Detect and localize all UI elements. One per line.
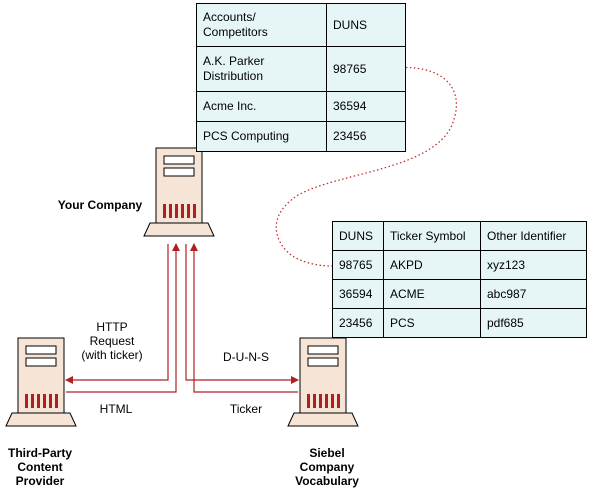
table-cell: 23456: [326, 121, 406, 152]
table-cell: 23456: [332, 308, 384, 338]
table-cell: PCS: [383, 308, 481, 338]
siebel-label: Siebel Company Vocabulary: [295, 446, 359, 488]
table-cell: PCS Computing: [196, 121, 327, 152]
third-party-server-icon: [5, 337, 77, 427]
html-arrow: [66, 243, 180, 393]
duns-label: D-U-N-S: [223, 350, 269, 364]
table-cell: A.K. Parker Distribution: [196, 46, 327, 92]
html-label: HTML: [99, 402, 133, 416]
table-cell: pdf685: [480, 308, 587, 338]
vocabulary-table: DUNS Ticker Symbol Other Identifier 9876…: [332, 221, 587, 338]
table-cell: AKPD: [383, 250, 481, 280]
third-party-label: Third-Party Content Provider: [7, 446, 72, 488]
table-row: 98765 AKPD xyz123: [332, 250, 587, 280]
ticker-arrow: [190, 243, 298, 393]
table-cell: Other Identifier: [480, 221, 587, 251]
duns-arrow: [185, 244, 299, 384]
table-row: A.K. Parker Distribution 98765: [196, 46, 406, 92]
table-cell: DUNS: [326, 3, 406, 47]
table-row: DUNS Ticker Symbol Other Identifier: [332, 221, 587, 251]
table-cell: DUNS: [332, 221, 384, 251]
table-row: Acme Inc. 36594: [196, 91, 406, 122]
table-row: PCS Computing 23456: [196, 121, 406, 152]
table-row: Accounts/ Competitors DUNS: [196, 3, 406, 47]
http-request-arrow: [65, 244, 169, 384]
table-cell: Accounts/ Competitors: [196, 3, 327, 47]
duns-link-connector: [275, 66, 457, 267]
table-cell: xyz123: [480, 250, 587, 280]
table-row: 36594 ACME abc987: [332, 279, 587, 309]
table-cell: 98765: [332, 250, 384, 280]
your-company-label: Your Company: [57, 198, 143, 212]
table-cell: ACME: [383, 279, 481, 309]
table-cell: 36594: [326, 91, 406, 122]
accounts-table: Accounts/ Competitors DUNS A.K. Parker D…: [196, 3, 406, 152]
siebel-server-icon: [287, 337, 359, 427]
table-row: 23456 PCS pdf685: [332, 308, 587, 338]
table-cell: 36594: [332, 279, 384, 309]
your-company-server-icon: [143, 147, 215, 237]
table-cell: abc987: [480, 279, 587, 309]
table-cell: Acme Inc.: [196, 91, 327, 122]
table-cell: Ticker Symbol: [383, 221, 481, 251]
table-cell: 98765: [326, 46, 406, 92]
http-request-label: HTTP Request (with ticker): [81, 320, 143, 362]
ticker-label: Ticker: [229, 402, 263, 416]
